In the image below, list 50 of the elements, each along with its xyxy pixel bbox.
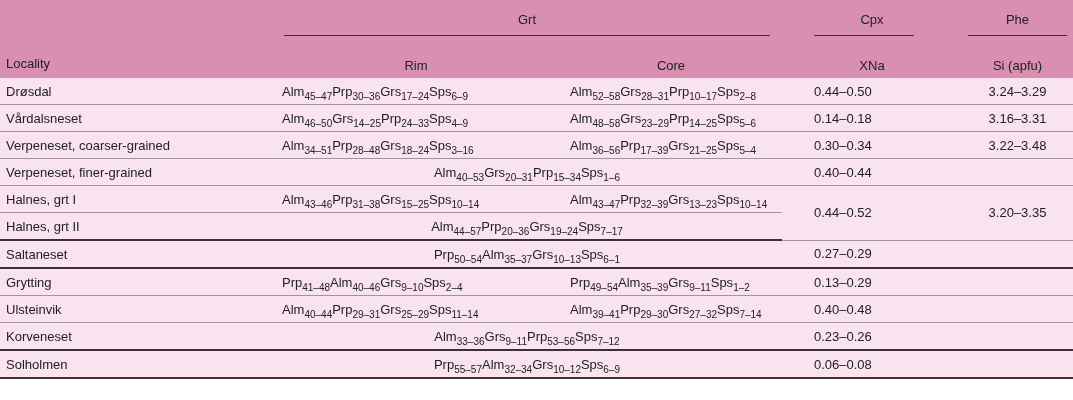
garnet-composition: Alm$_{48–58}$Grs$_{23–29}$Prp$_{14–25}$Sps$_{5–6}$ [570, 110, 757, 126]
column-group-header: Grt [517, 12, 537, 27]
xna-value: 0.44–0.52 [814, 205, 872, 221]
column-group-header: Phe [1005, 12, 1030, 27]
xna-value: 0.40–0.44 [814, 164, 872, 180]
column-header: Rim [404, 57, 428, 73]
locality-name: Korveneset [6, 328, 72, 344]
locality-name: Grytting [6, 274, 52, 290]
locality-name: Ulsteinvik [6, 301, 62, 317]
column-group-header: Cpx [860, 12, 884, 27]
garnet-composition: Alm$_{33–36}$Grs$_{9–11}$Prp$_{53–56}$Sps$_{7–12}$ [434, 328, 620, 344]
garnet-composition: Alm$_{43–46}$Prp$_{31–38}$Grs$_{15–25}$Sps$_{10–14}$ [282, 191, 480, 207]
locality-name: Drøsdal [6, 83, 52, 99]
garnet-composition: Alm$_{44–57}$Prp$_{20–36}$Grs$_{19–24}$Sps$_{7–17}$ [431, 218, 623, 234]
xna-value: 0.13–0.29 [814, 274, 872, 290]
garnet-composition: Alm$_{40–53}$Grs$_{20–31}$Prp$_{15–34}$Sps$_{1–6}$ [433, 164, 621, 180]
garnet-composition: Prp$_{49–54}$Alm$_{35–39}$Grs$_{9–11}$Sps$_{1–2}$ [570, 274, 750, 290]
column-header: XNa [859, 57, 885, 73]
garnet-composition: Alm$_{36–56}$Prp$_{17–39}$Grs$_{21–25}$Sps$_{5–4}$ [570, 137, 757, 153]
garnet-composition: Prp$_{55–57}$Alm$_{32–34}$Grs$_{10–12}$Sps$_{6–9}$ [433, 356, 621, 372]
xna-value: 0.14–0.18 [814, 110, 872, 126]
garnet-composition: Alm$_{46–50}$Grs$_{14–25}$Prp$_{24–33}$Sps$_{4–9}$ [282, 110, 469, 126]
locality-name: Verpeneset, coarser-grained [6, 137, 171, 153]
xna-value: 0.44–0.50 [814, 83, 872, 99]
si-value: 3.24–3.29 [988, 83, 1047, 99]
xna-value: 0.40–0.48 [814, 301, 872, 317]
garnet-composition: Alm$_{39–41}$Prp$_{29–30}$Grs$_{27–32}$Sps$_{7–14}$ [570, 301, 762, 317]
garnet-composition: Alm$_{34–51}$Prp$_{28–48}$Grs$_{18–24}$Sps$_{3–16}$ [282, 137, 474, 153]
xna-value: 0.27–0.29 [814, 246, 872, 262]
locality-name: Halnes, grt II [6, 218, 80, 234]
garnet-composition: Prp$_{41–48}$Alm$_{40–46}$Grs$_{9–10}$Sps$_{2–4}$ [282, 274, 463, 290]
column-header: Si (apfu) [992, 57, 1043, 73]
column-header: Locality [6, 56, 51, 71]
xna-value: 0.06–0.08 [814, 356, 872, 372]
garnet-composition: Alm$_{40–44}$Prp$_{29–31}$Grs$_{25–29}$Sps$_{11–14}$ [282, 301, 479, 317]
locality-name: Vårdalsneset [6, 110, 82, 126]
locality-name: Halnes, grt I [6, 191, 77, 207]
locality-name: Verpeneset, finer-grained [6, 164, 152, 180]
garnet-composition: Prp$_{50–54}$Alm$_{35–37}$Grs$_{10–13}$Sps$_{6–1}$ [433, 246, 621, 262]
locality-name: Solholmen [6, 356, 68, 372]
si-value: 3.16–3.31 [988, 110, 1047, 126]
garnet-composition: Alm$_{45–47}$Prp$_{30–36}$Grs$_{17–24}$Sps$_{6–9}$ [282, 83, 469, 99]
locality-name: Saltaneset [6, 246, 68, 262]
xna-value: 0.30–0.34 [814, 137, 872, 153]
si-value: 3.22–3.48 [988, 137, 1047, 153]
garnet-composition: Alm$_{43–47}$Prp$_{32–39}$Grs$_{13–23}$Sps$_{10–14}$ [570, 191, 768, 207]
xna-value: 0.23–0.26 [814, 328, 872, 344]
garnet-composition: Alm$_{52–58}$Grs$_{28–31}$Prp$_{10–17}$Sps$_{2–8}$ [570, 83, 757, 99]
column-header: Core [656, 57, 686, 73]
si-value: 3.20–3.35 [988, 205, 1047, 221]
